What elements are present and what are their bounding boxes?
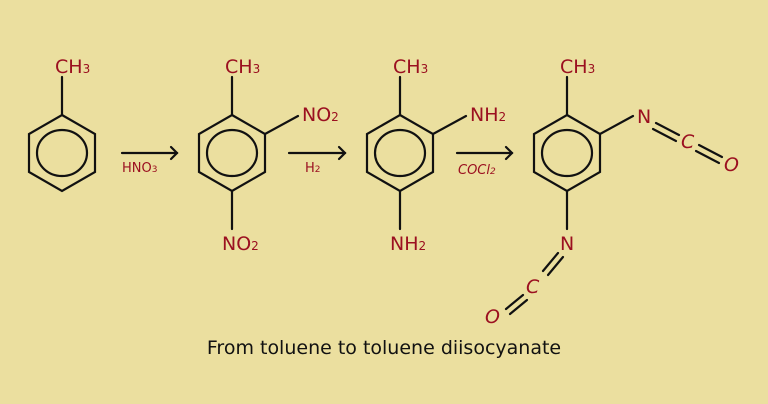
isocyanate-o-label: O bbox=[485, 306, 500, 328]
reaction-arrow-1: HNO3 bbox=[120, 145, 179, 176]
benzene-ring bbox=[532, 113, 602, 193]
benzene-ring bbox=[27, 113, 97, 193]
no2-label: NO2 bbox=[222, 233, 259, 255]
molecule-toluenediamine: CH3 NH2 NH2 bbox=[365, 56, 506, 255]
isocyanate-o-label: O bbox=[724, 154, 739, 176]
ch3-label: CH3 bbox=[225, 56, 260, 78]
reagent-cocl2: COCl2 bbox=[458, 163, 496, 178]
isocyanate-n-label: N bbox=[637, 106, 651, 128]
ch3-label: CH3 bbox=[393, 56, 428, 78]
reagent-hno3: HNO3 bbox=[122, 161, 157, 176]
ch3-label: CH3 bbox=[560, 56, 595, 78]
isocyanate-c-label: C bbox=[681, 131, 695, 153]
reaction-arrow-3: COCl2 bbox=[455, 145, 514, 178]
molecule-dinitrotoluene: CH3 NO2 NO2 bbox=[197, 56, 339, 255]
benzene-ring bbox=[365, 113, 435, 193]
caption: From toluene to toluene diisocyanate bbox=[207, 337, 561, 359]
nh2-label: NH2 bbox=[470, 104, 506, 126]
isocyanate-n-label: N bbox=[560, 233, 574, 255]
no2-label: NO2 bbox=[302, 104, 339, 126]
benzene-ring bbox=[197, 113, 267, 193]
isocyanate-c-label: C bbox=[526, 276, 540, 298]
reaction-arrow-2: H2 bbox=[287, 145, 347, 176]
molecule-toluene: CH3 bbox=[27, 56, 97, 193]
nh2-label: NH2 bbox=[390, 233, 426, 255]
reagent-h2: H2 bbox=[305, 161, 321, 176]
ch3-label: CH3 bbox=[55, 56, 90, 78]
molecule-toluene-diisocyanate: CH3 N C O N C O bbox=[485, 56, 739, 328]
